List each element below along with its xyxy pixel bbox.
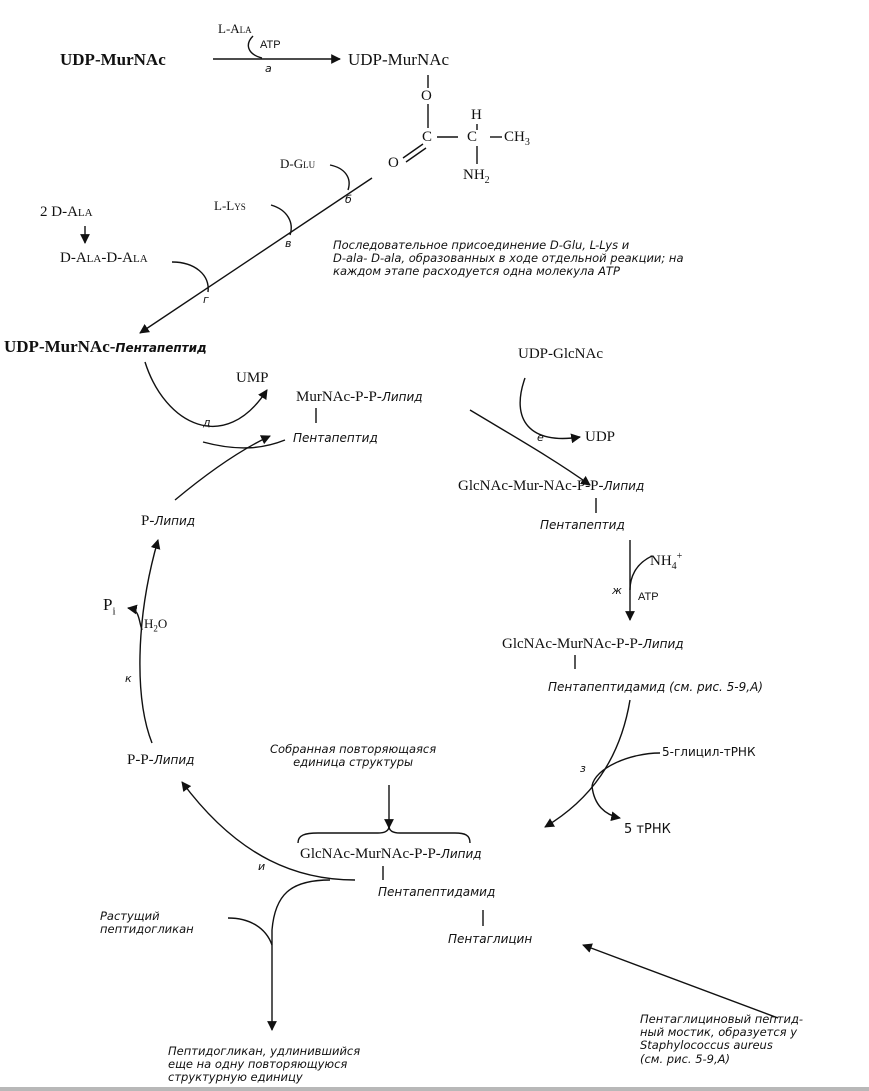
pentaglycine-label: Пентаглицин xyxy=(448,932,533,946)
arrow-d-ala-d-ala-in xyxy=(171,261,209,293)
elongated-peptidoglycan-note: Пептидогликан, удлинившийся еще на одну … xyxy=(168,1044,361,1085)
murnac-pp-lipid: MurNAc-P-P-Липид xyxy=(296,389,423,405)
atom-c1: C xyxy=(422,129,433,145)
trna-label: 5 тРНК xyxy=(624,822,671,837)
arrow-step-i xyxy=(181,781,356,881)
arrow-step-d xyxy=(144,361,268,428)
atp-label: ATP xyxy=(260,39,281,51)
two-d-ala-label: 2 D-Ala xyxy=(40,204,93,220)
assembled-brace xyxy=(297,825,471,844)
arrow-udp-out xyxy=(519,377,581,444)
arrow-step-z xyxy=(544,699,631,828)
step-e-label: е xyxy=(537,431,544,444)
pi-label: Pi xyxy=(103,595,116,618)
glcnac-mur-nac-pp-lipid: GlcNAc-Mur-NAc-P-P-Липид xyxy=(458,478,645,494)
assembled-unit-note: Собранная повторяющаяся единица структур… xyxy=(270,742,437,770)
l-lys-label: L-Lys xyxy=(214,198,246,213)
pentapeptidamide-label: Пентапептидамид xyxy=(378,885,496,899)
step-a-label: а xyxy=(265,62,272,75)
ump-label: UMP xyxy=(236,370,269,386)
arrow-l-lys-in xyxy=(270,204,292,236)
udp-murnac-pentapeptide: UDP-MurNAc-Пентапептид xyxy=(4,337,207,356)
substrate-udp-murnac: UDP-MurNAc xyxy=(60,50,166,69)
bottom-border xyxy=(0,1087,869,1091)
growing-peptidoglycan-note: Растущий пептидогликан xyxy=(100,909,194,937)
nh4-label: NH4+ xyxy=(650,551,683,572)
arrow-d-glu-in xyxy=(329,164,350,191)
step-zh-label: ж xyxy=(612,584,622,597)
arrow-bridge xyxy=(582,943,779,1019)
arrow-l-ala-in xyxy=(247,35,263,59)
arrow-step-e xyxy=(469,409,591,486)
step-i-label: и xyxy=(258,860,266,873)
glcnac-murnac-pp-lipid: GlcNAc-MurNAc-P-P-Липид xyxy=(502,636,684,652)
pentapeptidamide-ref: Пентапептидамид (см. рис. 5-9,А) xyxy=(548,680,763,694)
arrow-step-k xyxy=(139,539,161,744)
glycyl-trna-label: 5-глицил-тРНК xyxy=(662,745,756,759)
d-glu-label: D-Glu xyxy=(280,156,316,171)
group-ch3: CH3 xyxy=(504,129,530,148)
pentapeptide-label-2: Пентапептид xyxy=(540,518,625,532)
p-lipid-label: P-Липид xyxy=(141,513,196,529)
pentaglycine-bridge-note: Пентаглициновый пептид- ный мостик, обра… xyxy=(640,1012,804,1066)
atom-h: H xyxy=(471,107,482,123)
step-z-label: з xyxy=(580,762,586,775)
atom-o-double: O xyxy=(388,155,399,171)
step-k-label: к xyxy=(125,672,132,685)
h2o-label: H2O xyxy=(144,616,168,634)
step-g-label: г xyxy=(203,293,209,306)
d-ala-d-ala-label: D-Ala-D-Ala xyxy=(60,250,148,266)
udp-label: UDP xyxy=(585,429,616,445)
atom-c2: C xyxy=(467,129,478,145)
l-ala-label: L-Ala xyxy=(218,21,252,36)
udp-glcnac-label: UDP-GlcNAc xyxy=(518,346,603,362)
arrow-p-lipid-return xyxy=(174,435,271,501)
atom-o: O xyxy=(421,88,432,104)
step-d-label: д xyxy=(203,416,211,429)
pp-lipid-label: P-P-Липид xyxy=(127,752,195,768)
addition-note: Последовательное присоединение D-Glu, L-… xyxy=(333,238,684,279)
step-v-label: в xyxy=(285,237,292,250)
arrow-step-d-join xyxy=(202,439,286,449)
product-udp-murnac: UDP-MurNAc xyxy=(348,50,450,69)
pentapeptide-label-1: Пентапептид xyxy=(293,431,378,445)
step-b-label: б xyxy=(345,193,352,206)
glcnac-murnac-pp-lipid-final: GlcNAc-MurNAc-P-P-Липид xyxy=(300,846,482,862)
atp-label-2: ATP xyxy=(638,591,659,603)
group-nh2: NH2 xyxy=(463,167,490,186)
arrow-chain xyxy=(139,177,373,334)
